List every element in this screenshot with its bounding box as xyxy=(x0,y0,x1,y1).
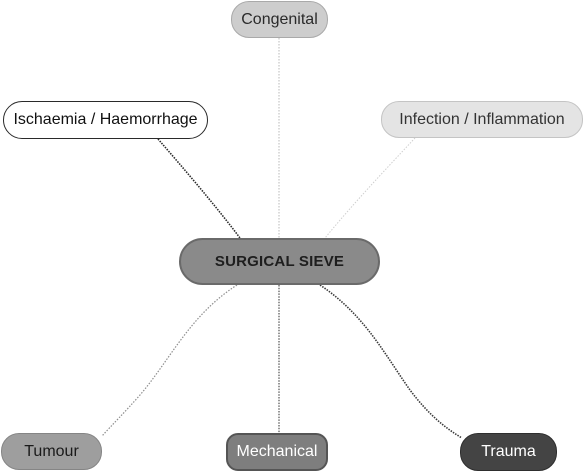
branch-trauma: Trauma xyxy=(460,433,557,471)
branch-ischaemia-haemorrhage-label: Ischaemia / Haemorrhage xyxy=(13,111,198,128)
connector-infection-inflammation xyxy=(324,137,416,239)
connector-ischaemia-haemorrhage xyxy=(157,138,241,239)
connector-trauma xyxy=(319,284,463,439)
branch-congenital-label: Congenital xyxy=(241,10,318,28)
connector-tumour xyxy=(101,284,238,437)
branch-ischaemia-haemorrhage: Ischaemia / Haemorrhage xyxy=(3,101,208,139)
branch-tumour: Tumour xyxy=(1,433,102,470)
branch-congenital: Congenital xyxy=(231,1,328,38)
branch-trauma-label: Trauma xyxy=(481,443,536,460)
branch-tumour-label: Tumour xyxy=(24,442,79,460)
branch-infection-inflammation: Infection / Inflammation xyxy=(381,101,583,138)
branch-mechanical-label: Mechanical xyxy=(236,443,318,460)
branch-mechanical: Mechanical xyxy=(226,433,328,471)
center-node-label: SURGICAL SIEVE xyxy=(214,253,345,270)
center-node-surgical-sieve: SURGICAL SIEVE xyxy=(179,238,380,285)
branch-infection-inflammation-label: Infection / Inflammation xyxy=(399,110,565,128)
